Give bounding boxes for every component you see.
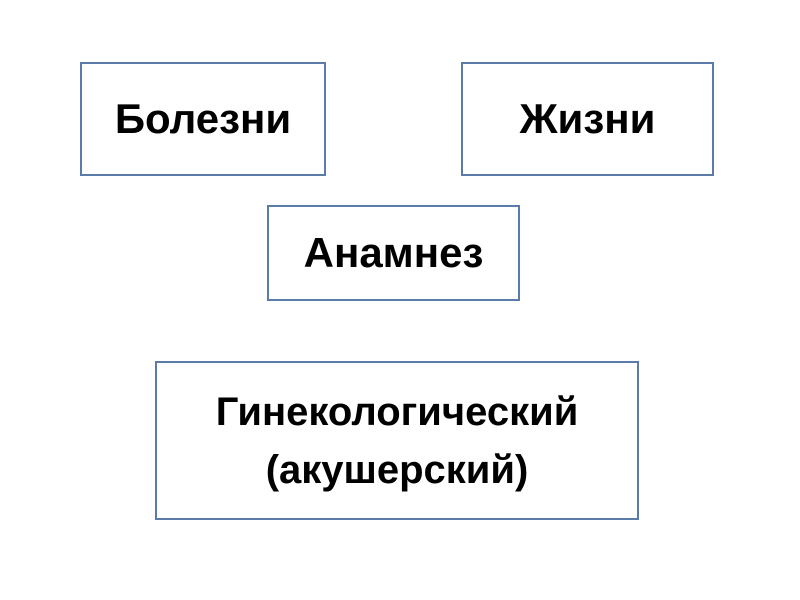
gynecological-label-line1: Гинекологический [215, 389, 579, 434]
life-history-box: Жизни [461, 62, 714, 176]
gynecological-label-line2: (акушерский) [265, 447, 529, 492]
disease-history-label: Болезни [114, 95, 292, 142]
anamnesis-box: Анамнез [267, 205, 520, 301]
gynecological-history-box: Гинекологический (акушерский) [155, 361, 639, 520]
anamnesis-label: Анамнез [303, 229, 484, 276]
life-history-label: Жизни [519, 95, 656, 142]
disease-history-box: Болезни [80, 62, 326, 176]
